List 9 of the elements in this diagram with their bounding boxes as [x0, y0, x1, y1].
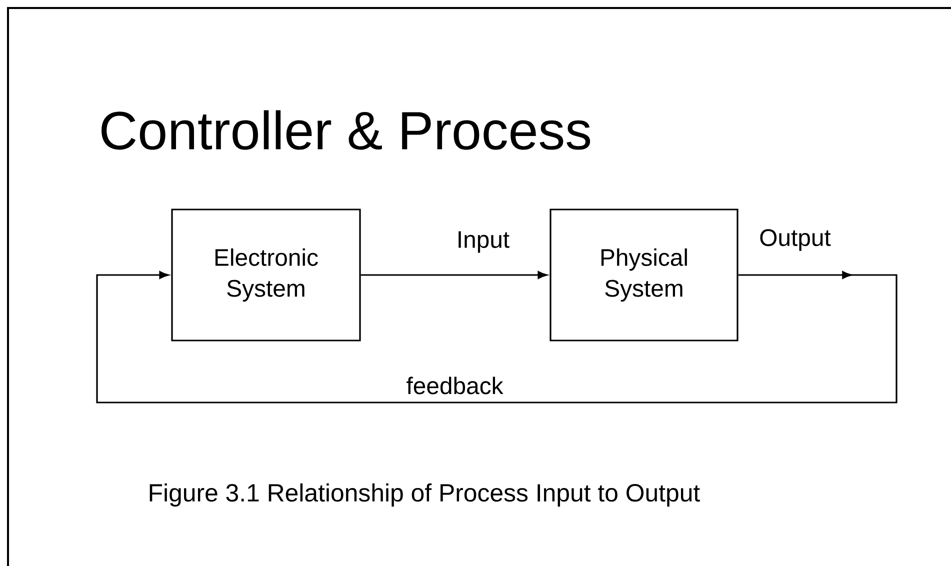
feedback-arrow [96, 271, 898, 404]
edge-label: Input [455, 230, 511, 254]
process-box: Electronic System [171, 208, 361, 342]
caption: Figure 3.1 Relationship of Process Input to Output [150, 483, 700, 507]
edge-label: feedback [405, 376, 504, 396]
process-box: Physical System [550, 208, 738, 342]
signal-label: Output [760, 229, 831, 251]
arrow [360, 271, 548, 279]
title: Controller & Process [102, 110, 590, 150]
